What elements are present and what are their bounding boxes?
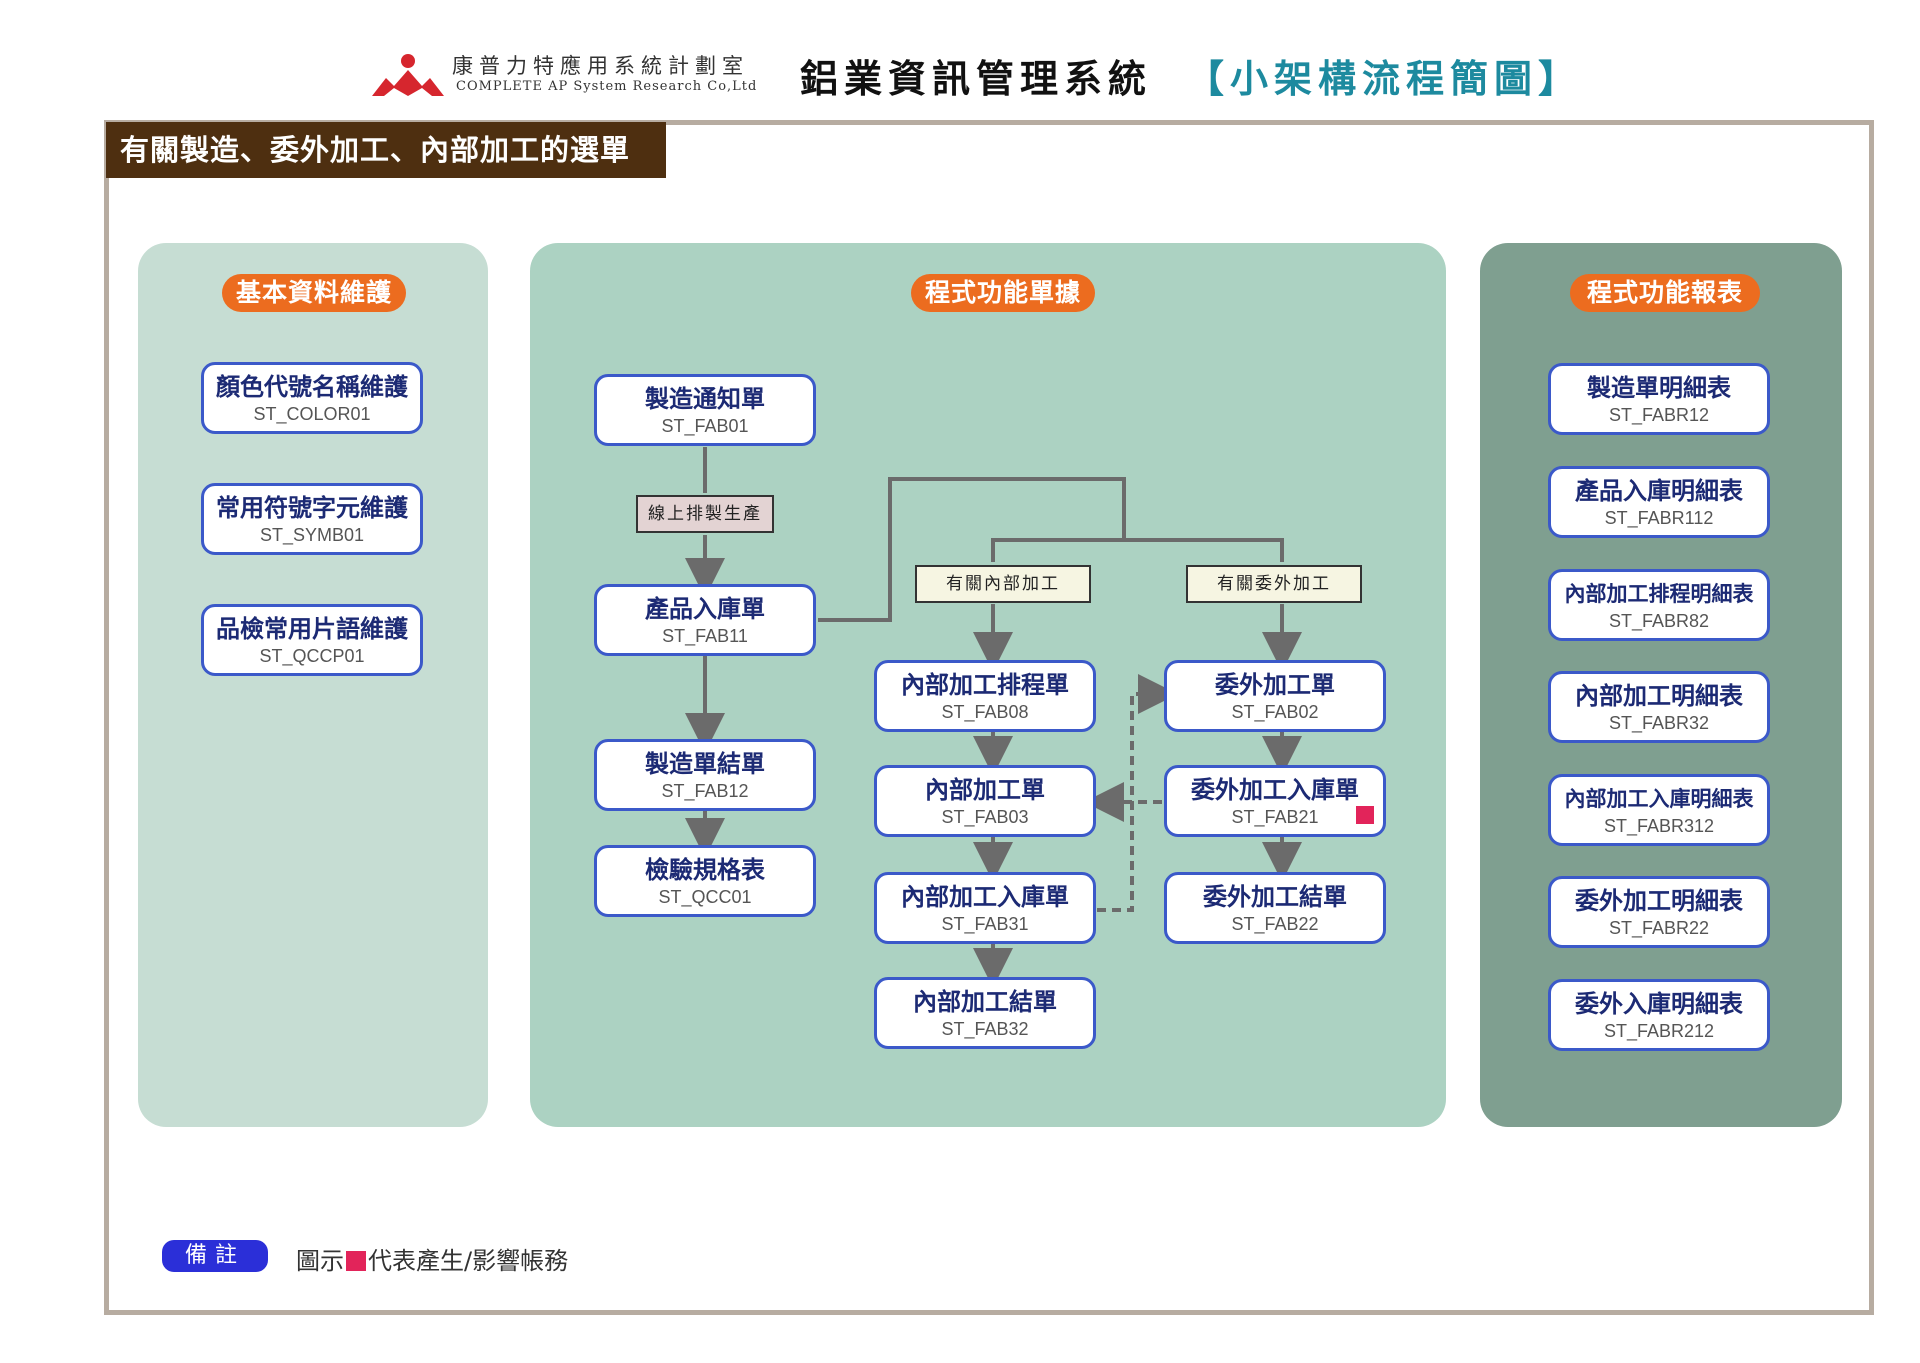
node-fab08[interactable]: 內部加工排程單 ST_FAB08 [874,660,1096,732]
note-description: 代表產生/影響帳務 [368,1247,569,1275]
node-report-4[interactable]: 內部加工明細表 ST_FABR32 [1548,671,1770,743]
company-logo-icon [372,54,444,96]
node-fab03[interactable]: 內部加工單 ST_FAB03 [874,765,1096,837]
label-outsource-processing: 有關委外加工 [1186,565,1362,603]
function-reports-title: 程式功能報表 [1570,274,1760,312]
company-name-en: COMPLETE AP System Research Co,Ltd [456,79,758,94]
node-fab31[interactable]: 內部加工入庫單 ST_FAB31 [874,872,1096,944]
node-fab21[interactable]: 委外加工入庫單 ST_FAB21 [1164,765,1386,837]
node-report-3[interactable]: 內部加工排程明細表 ST_FABR82 [1548,569,1770,641]
node-report-2[interactable]: 產品入庫明細表 ST_FABR112 [1548,466,1770,538]
note-badge: 備註 [162,1240,268,1272]
node-report-1[interactable]: 製造單明細表 ST_FABR12 [1548,363,1770,435]
connector-branch-internal [991,538,1124,562]
function-documents-title: 程式功能單據 [911,274,1095,312]
system-subtitle: 【小架構流程簡圖】 [1186,57,1583,101]
node-fab11[interactable]: 產品入庫單 ST_FAB11 [594,584,816,656]
node-qcc01[interactable]: 檢驗規格表 ST_QCC01 [594,845,816,917]
section-title: 有關製造、委外加工、內部加工的選單 [106,122,666,178]
basic-data-title: 基本資料維護 [222,274,406,312]
note-text: 圖示代表產生/影響帳務 [296,1241,568,1276]
node-fab22[interactable]: 委外加工結單 ST_FAB22 [1164,872,1386,944]
node-fab02[interactable]: 委外加工單 ST_FAB02 [1164,660,1386,732]
diagram-frame [104,120,1874,1315]
label-internal-processing: 有關內部加工 [915,565,1091,603]
company-name-zh: 康普力特應用系統計劃室 [452,54,749,78]
note-mark-icon [346,1251,366,1271]
node-basic-2[interactable]: 常用符號字元維護 ST_SYMB01 [201,483,423,555]
node-basic-1[interactable]: 顏色代號名稱維護 ST_COLOR01 [201,362,423,434]
node-report-5[interactable]: 內部加工入庫明細表 ST_FABR312 [1548,774,1770,846]
node-fab12[interactable]: 製造單結單 ST_FAB12 [594,739,816,811]
node-basic-3[interactable]: 品檢常用片語維護 ST_QCCP01 [201,604,423,676]
node-report-6[interactable]: 委外加工明細表 ST_FABR22 [1548,876,1770,948]
label-online-production: 線上排製生產 [636,495,774,533]
accounting-mark-icon [1356,806,1374,824]
system-title: 鋁業資訊管理系統 [800,57,1153,101]
connector-branch-outsource [1124,538,1284,562]
node-report-7[interactable]: 委外入庫明細表 ST_FABR212 [1548,979,1770,1051]
connector-fab11-branch [818,477,1126,622]
page-header: 康普力特應用系統計劃室 COMPLETE AP System Research … [0,0,1920,110]
node-fab01[interactable]: 製造通知單 ST_FAB01 [594,374,816,446]
note-prefix: 圖示 [296,1247,344,1275]
node-fab32[interactable]: 內部加工結單 ST_FAB32 [874,977,1096,1049]
